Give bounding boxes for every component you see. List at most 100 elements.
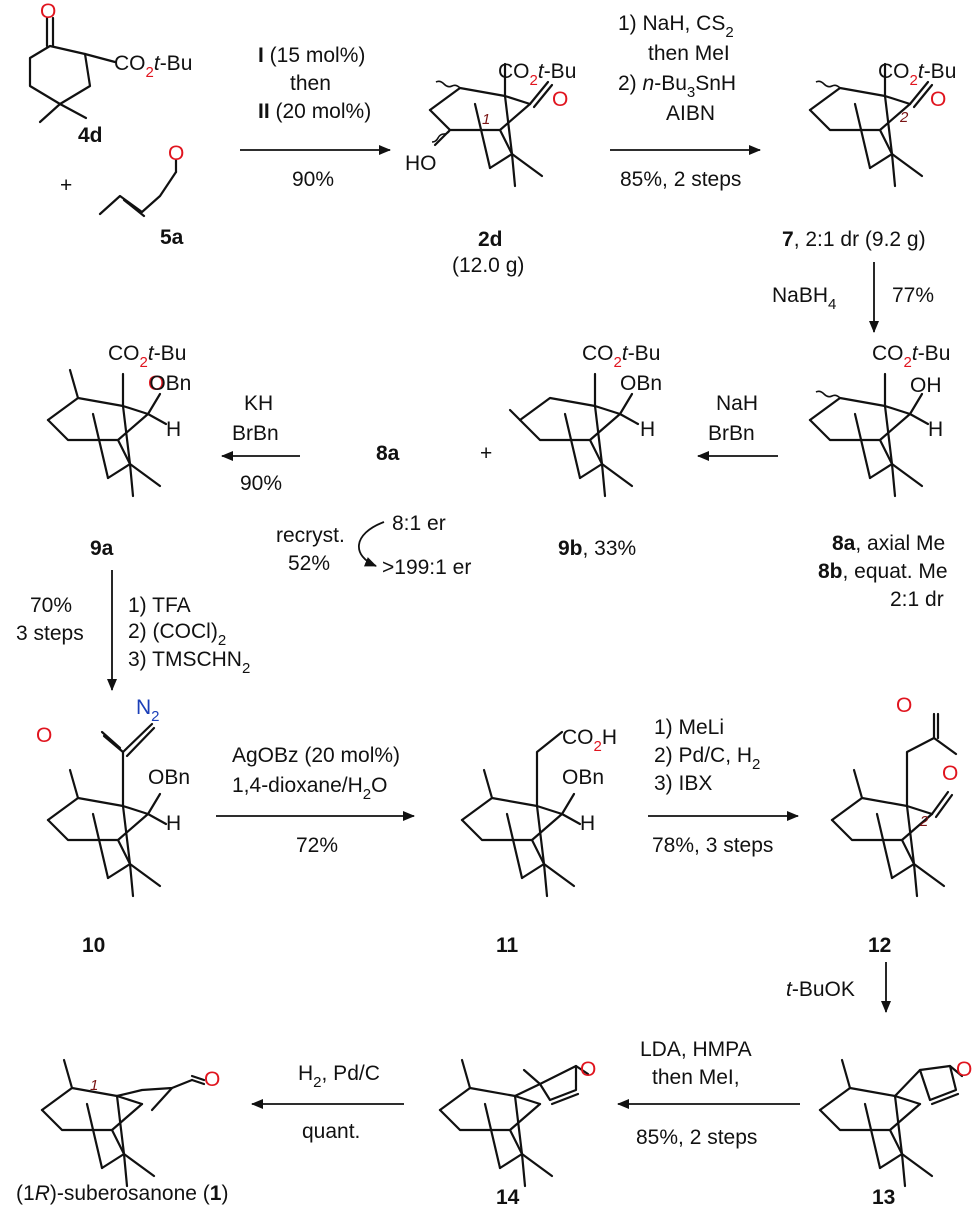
- ester-label: CO2t-Bu: [872, 342, 950, 371]
- yield-label: 85%, 2 steps: [620, 168, 741, 191]
- reagent-line: 2) Pd/C, H2: [654, 744, 760, 773]
- reagent-line: NaH: [716, 392, 758, 415]
- yield-label: 70%: [30, 594, 72, 617]
- oxygen-label: O: [580, 1058, 596, 1081]
- compound-caption: 8a, axial Me: [832, 532, 945, 555]
- oxygen-label: O: [552, 88, 568, 111]
- compound-14-structure: [438, 1058, 590, 1188]
- hydrogen-label: H: [580, 812, 595, 835]
- oxygen-label: O: [896, 694, 912, 717]
- compound-label-8a-mid: 8a: [376, 442, 400, 465]
- reagent-line: LDA, HMPA: [640, 1038, 752, 1061]
- reagent-line: KH: [244, 392, 273, 415]
- reagent-line: AgOBz (20 mol%): [232, 744, 400, 767]
- compound-10-structure: [46, 722, 168, 898]
- compound-9b-structure: [508, 372, 640, 498]
- dr-label: 2:1 dr: [890, 588, 944, 611]
- reagent-line: H2, Pd/C: [298, 1062, 380, 1091]
- compound-label-11: 11: [496, 934, 519, 957]
- plus-sign: +: [60, 174, 72, 197]
- compound-caption: 7, 2:1 dr (9.2 g): [782, 228, 926, 251]
- reagent-line: 1) TFA: [128, 594, 191, 617]
- recryst-arrow: [358, 521, 385, 567]
- reagent-line: 3) IBX: [654, 772, 712, 795]
- hydroxyl-label: HO: [405, 152, 437, 175]
- locant-label: 2: [899, 109, 909, 126]
- reagent-line: then MeI,: [652, 1066, 740, 1089]
- oxygen-label: O: [942, 762, 958, 785]
- compound-label-4d: 4d: [78, 124, 103, 147]
- compound-label-10: 10: [82, 934, 105, 957]
- reagent-line: 1) MeLi: [654, 716, 724, 739]
- ester-label: CO2t-Bu: [498, 60, 576, 89]
- yield-label: 90%: [240, 472, 282, 495]
- compound-label-9a: 9a: [90, 537, 114, 560]
- oxygen-label: O: [40, 0, 56, 23]
- yield-label: 78%, 3 steps: [652, 834, 773, 857]
- recryst-label: recryst.: [276, 524, 345, 547]
- hydrogen-label: H: [928, 418, 943, 441]
- reagent-line: BrBn: [708, 422, 755, 445]
- compound-label-14: 14: [496, 1186, 520, 1209]
- compound-caption: 9b, 33%: [558, 537, 636, 560]
- reagent-line: 1) NaH, CS2: [618, 12, 734, 41]
- yield-amount: (12.0 g): [452, 254, 524, 277]
- reagent-line: 2) n-Bu3SnH: [618, 72, 736, 101]
- locant-label: 1: [482, 111, 490, 128]
- compound-label-12: 12: [868, 934, 891, 957]
- diazo-label: N2: [136, 696, 160, 725]
- compound-label-5a: 5a: [160, 226, 184, 249]
- yield-label: quant.: [302, 1120, 360, 1143]
- ester-label: CO2t-Bu: [878, 60, 956, 89]
- compound-12-structure: [830, 712, 958, 898]
- plus-sign: +: [480, 442, 492, 465]
- obn-label: OOBn: [148, 372, 191, 395]
- ester-label: CO2t-Bu: [108, 342, 186, 371]
- compound-1-structure: [40, 1058, 206, 1188]
- obn-label: OBn: [562, 766, 604, 789]
- hydrogen-label: H: [640, 418, 655, 441]
- compound-label-13: 13: [872, 1186, 895, 1209]
- locant-label: 2: [919, 813, 929, 830]
- hydrogen-label: H: [166, 418, 181, 441]
- oxygen-label: O: [956, 1058, 972, 1081]
- reagent-line: then: [290, 72, 331, 95]
- compound-11-structure: [460, 730, 582, 898]
- hydroxyl-label: OH: [910, 374, 942, 397]
- compound-4d-structure: O CO2t-Bu: [28, 0, 192, 124]
- reagent-line: 2) (COCl)2: [128, 620, 226, 649]
- reagent-line: BrBn: [232, 422, 279, 445]
- er-after: >199:1 er: [382, 556, 471, 579]
- obn-label: OBn: [148, 766, 190, 789]
- reagent-line: then MeI: [648, 42, 730, 65]
- yield-label: 90%: [292, 168, 334, 191]
- oxygen-label: O: [204, 1068, 220, 1091]
- locant-label: 1: [90, 1077, 98, 1094]
- reagent-line: 1,4-dioxane/H2O: [232, 774, 387, 803]
- compound-name-1: (1R)-suberosanone (1): [16, 1182, 228, 1205]
- obn-label: OBn: [620, 372, 662, 395]
- oxygen-label: O: [930, 88, 946, 111]
- compound-7-structure: [808, 62, 934, 188]
- reagent-line: NaBH4: [772, 284, 836, 313]
- compound-13-structure: [818, 1058, 964, 1188]
- reagent-line: I (15 mol%): [258, 44, 365, 67]
- compound-5a-structure: O: [98, 142, 184, 218]
- reagent-line: II (20 mol%): [258, 100, 371, 123]
- reagent-line: t-BuOK: [786, 978, 855, 1001]
- reagent-line: AIBN: [666, 102, 715, 125]
- yield-label: 77%: [892, 284, 934, 307]
- yield-label: 52%: [288, 552, 330, 575]
- ester-label: CO2t-Bu: [114, 52, 192, 81]
- compound-8-structure: [808, 372, 930, 498]
- compound-2d-structure: [428, 62, 554, 188]
- compound-caption: 8b, equat. Me: [818, 560, 948, 583]
- steps-label: 3 steps: [16, 622, 84, 645]
- ester-label: CO2t-Bu: [582, 342, 660, 371]
- yield-label: 72%: [296, 834, 338, 857]
- oxygen-label: O: [168, 142, 184, 165]
- er-before: 8:1 er: [392, 512, 446, 535]
- reagent-line: 3) TMSCHN2: [128, 648, 250, 677]
- acid-label: CO2H: [562, 726, 617, 755]
